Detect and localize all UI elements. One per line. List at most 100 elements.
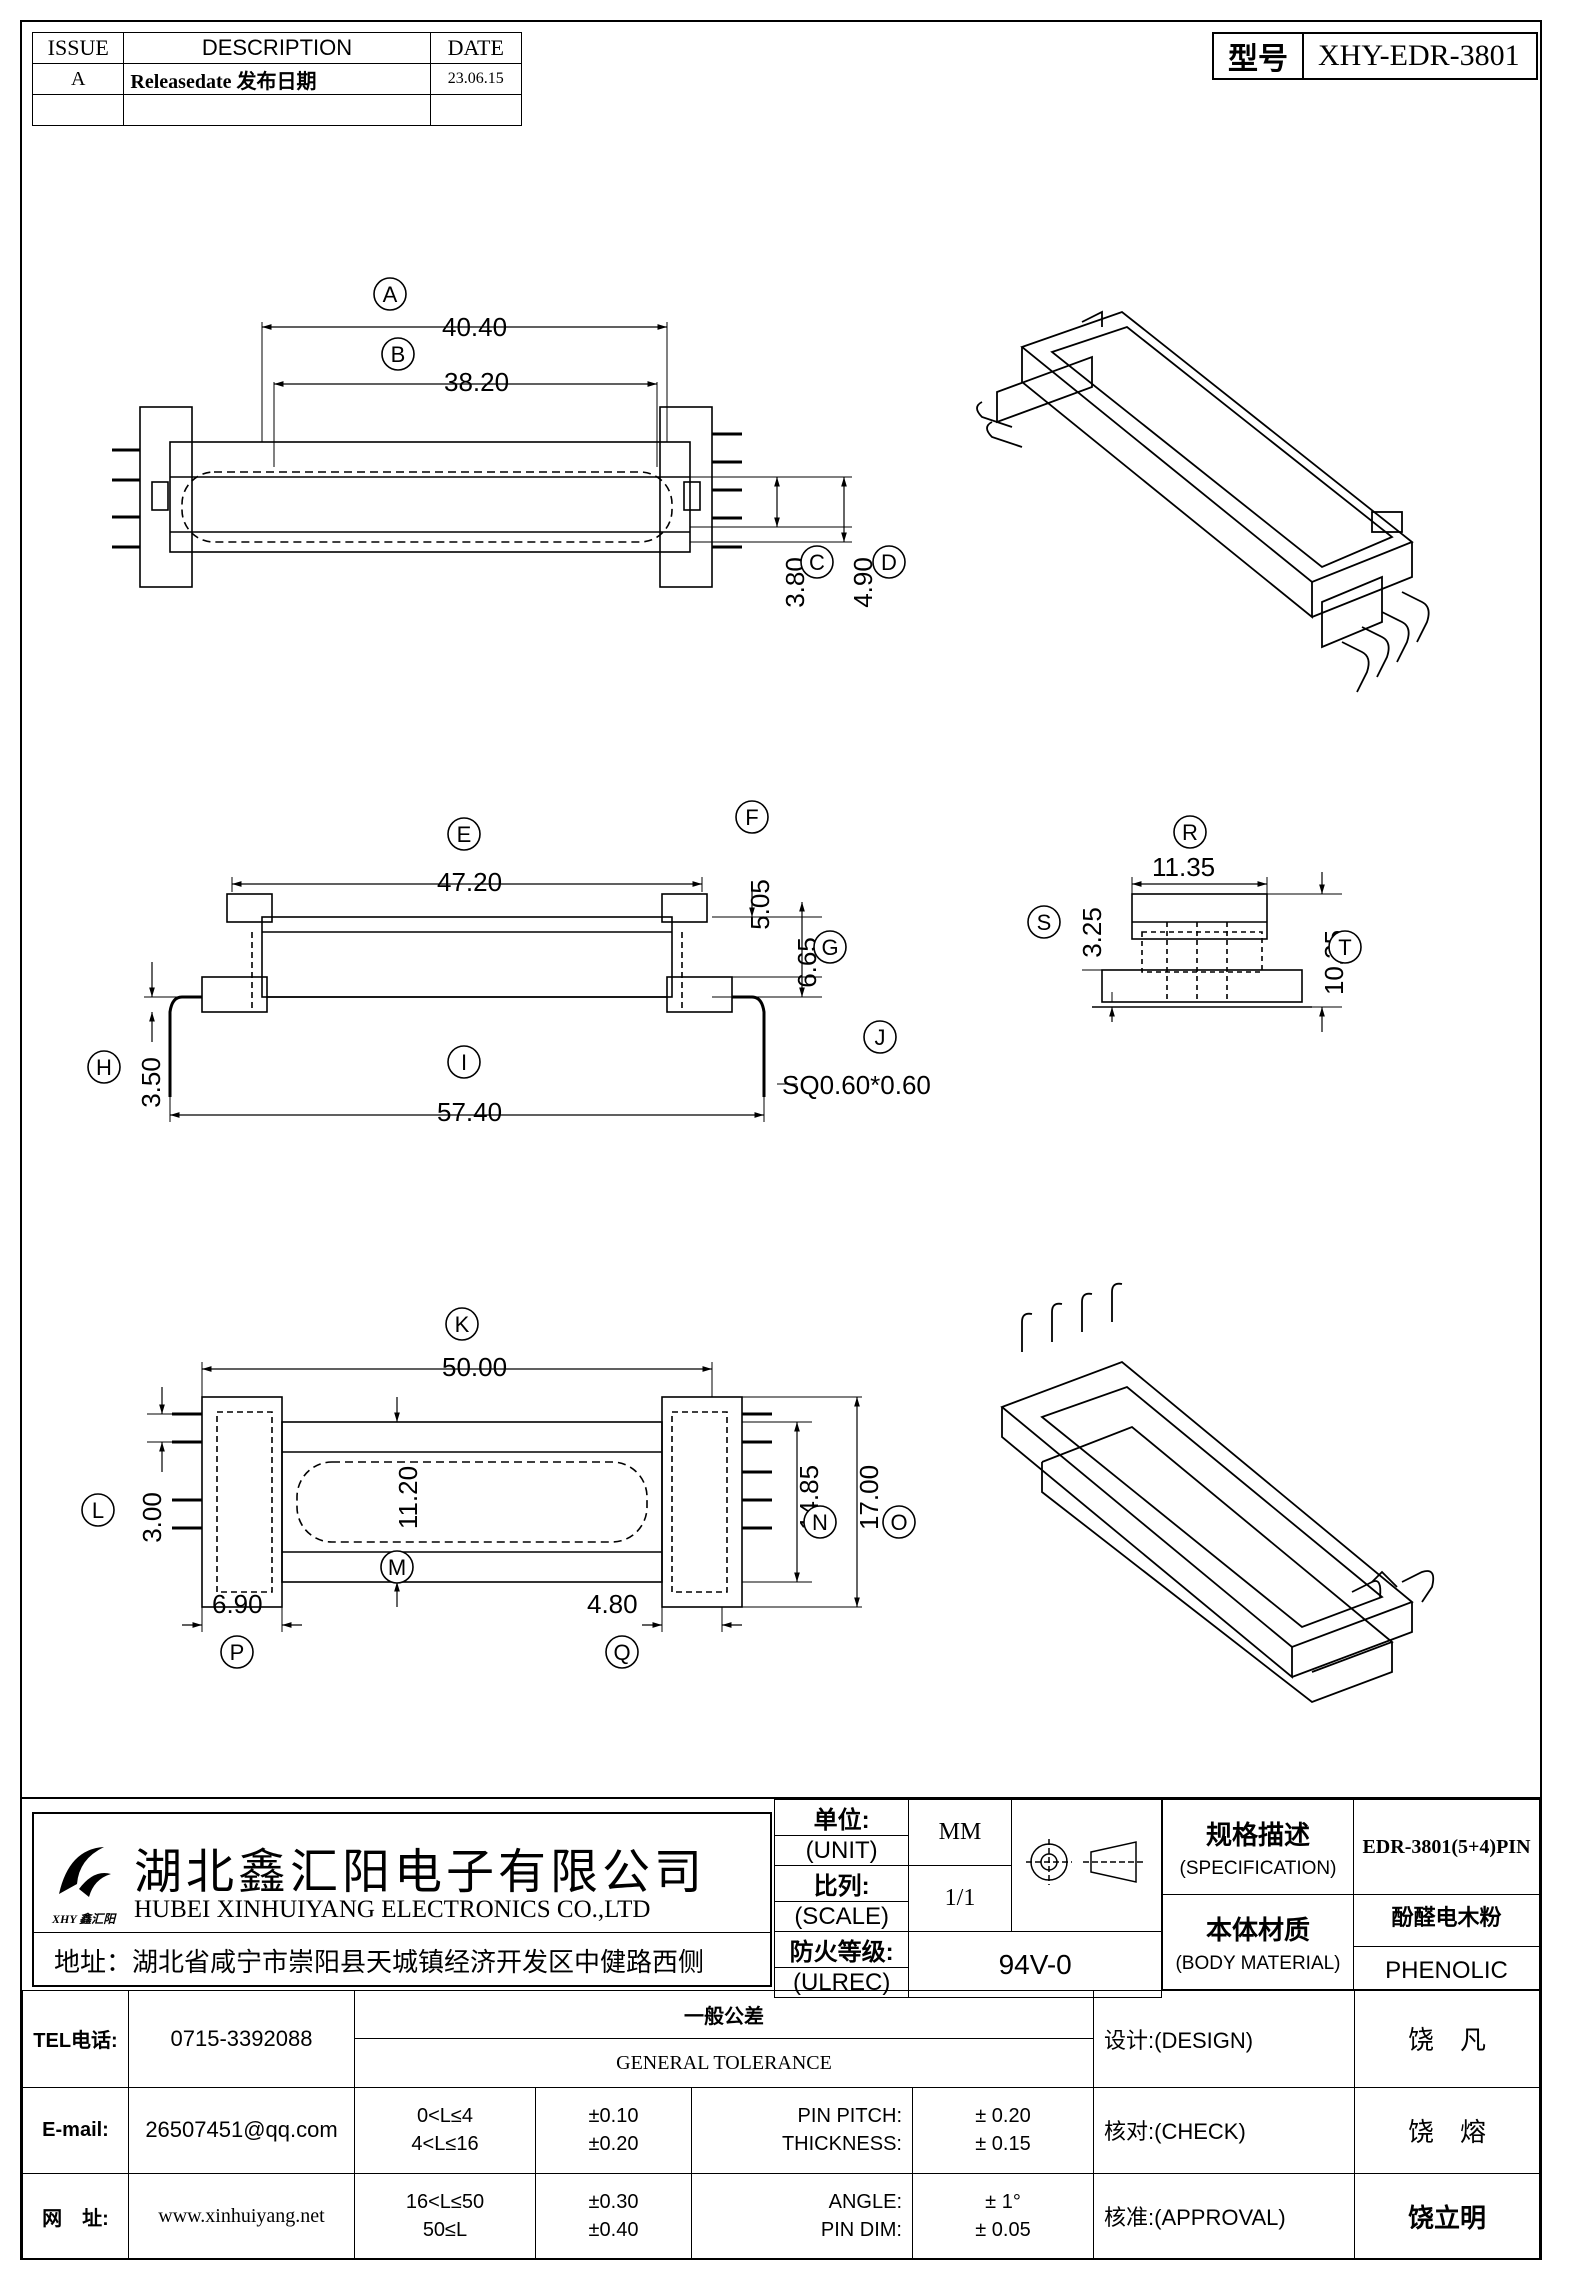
scale-cn: 比列: [773,1865,910,1902]
svg-text:T: T [1338,935,1351,960]
param-value-1: ± 0.15 [975,2133,1031,2156]
fire-cn: 防火等级: [773,1931,910,1968]
svg-text:G: G [821,935,838,960]
rev-header-issue: ISSUE [31,32,125,64]
dim-I-value: 57.40 [437,1097,503,1127]
rev-date: 23.06.15 [429,63,523,95]
scale-value: 1/1 [908,1865,1012,1932]
spec-material-block: 规格描述 (SPECIFICATION) EDR-3801(5+4)PIN 本体材… [1162,1799,1540,1990]
isometric-view-bottom [1000,1282,1435,1704]
rev-header-date: DATE [429,32,523,64]
tel-label: TEL电话: [22,1990,129,2088]
unit-scale-block: 单位: MM (UNIT) 比列: 1/1 (SCALE) 防火等级: 94V-… [773,1799,1163,1998]
svg-text:F: F [745,805,758,830]
company-box: XHY 鑫汇阳 湖北鑫汇阳电子有限公司 HUBEI XINHUIYANG ELE… [32,1812,772,1987]
approval-name: 饶立明 [1354,2172,1540,2261]
tol-value-3: ±0.40 [588,2219,639,2242]
dim-J-value: SQ0.60*0.60 [782,1070,931,1100]
isometric-view-top [976,310,1430,693]
dim-A-value: 40.40 [442,312,508,342]
web-label: 网 址: [22,2172,129,2261]
svg-text:R: R [1182,820,1198,845]
dim-P-value: 6.90 [212,1589,263,1619]
rev-header-description: DESCRIPTION [123,32,431,64]
svg-text:C: C [809,550,825,575]
web-value: www.xinhuiyang.net [128,2172,355,2261]
company-logo-icon [59,1847,111,1897]
dim-B-value: 38.20 [444,367,510,397]
tol-range-3: 50≤L [422,2219,468,2242]
company-logo-text: XHY 鑫汇阳 [52,1912,116,1926]
svg-text:B: B [391,342,406,367]
design-name: 饶 凡 [1354,1990,1540,2088]
spec-cn: 规格描述 [1205,1819,1310,1850]
svg-text:S: S [1037,910,1052,935]
unit-value: MM [908,1799,1012,1866]
end-view [1082,872,1342,1032]
svg-text:O: O [890,1510,907,1535]
email-value: 26507451@qq.com [128,2086,355,2174]
tolerance-en: GENERAL TOLERANCE [354,2038,1094,2088]
svg-text:A: A [383,282,398,307]
material-value-cn: 酚醛电木粉 [1391,1904,1502,1930]
fire-value: 94V-0 [908,1931,1162,1998]
bottom-view [147,1362,862,1632]
tolerance-cn: 一般公差 [354,1989,1094,2040]
svg-text:N: N [812,1510,828,1535]
unit-en: (UNIT) [773,1835,910,1866]
svg-text:J: J [875,1025,886,1050]
dimension-labels: 40.40 38.20 3.80 4.90 47.20 5.05 6.65 3.… [22,22,1540,1782]
param-value-0: ± 0.20 [975,2105,1031,2128]
material-value-en: PHENOLIC [1354,1945,1539,1985]
dimension-balloons: A B C D E F G H I J K L M N O P Q R S T [81,277,1362,1669]
spec-value: EDR-3801(5+4)PIN [1353,1799,1540,1895]
svg-text:K: K [455,1312,470,1337]
tol-value-1: ±0.20 [588,2133,639,2156]
model-value: XHY-EDR-3801 [1318,39,1520,72]
material-cn: 本体材质 [1205,1914,1310,1945]
revision-table: ISSUE DESCRIPTION DATE A Releasedate 发布日… [31,32,523,126]
info-tolerance-block: TEL电话: 0715-3392088 一般公差 设计:(DESIGN) 饶 凡… [22,1989,1540,2261]
tol-range-2: 16<L≤50 [405,2191,485,2214]
company-name-cn: 湖北鑫汇阳电子有限公司 [134,1846,707,1899]
check-label: 核对:(CHECK) [1093,2086,1355,2174]
title-block [22,1797,1540,1799]
param-name-2: ANGLE: [828,2191,902,2214]
design-label: 设计:(DESIGN) [1093,1990,1355,2088]
company-address: 地址：湖北省咸宁市崇阳县天城镇经济开发区中健路西侧 [54,1947,705,1977]
model-label: 型号 [1214,34,1304,78]
svg-text:M: M [388,1555,406,1580]
svg-text:I: I [461,1050,467,1075]
svg-text:E: E [457,822,472,847]
tel-value: 0715-3392088 [128,1990,355,2088]
tol-value-2: ±0.30 [588,2191,639,2214]
material-en: (BODY MATERIAL) [1175,1952,1341,1974]
svg-text:P: P [230,1640,245,1665]
company-name-en: HUBEI XINHUIYANG ELECTRONICS CO.,LTD [134,1896,651,1923]
spec-en: (SPECIFICATION) [1179,1857,1337,1879]
param-value-3: ± 0.05 [975,2219,1031,2242]
param-name-3: PIN DIM: [820,2219,902,2242]
dim-R-value: 11.35 [1152,852,1216,882]
third-angle-projection-icon [1026,1839,1144,1885]
dim-K-value: 50.00 [442,1352,508,1382]
approval-label: 核准:(APPROVAL) [1093,2172,1355,2261]
tol-range-1: 4<L≤16 [411,2133,479,2156]
top-view [112,322,852,588]
dim-E-value: 47.20 [437,867,503,897]
dim-Q-value: 4.80 [587,1589,638,1619]
param-value-2: ± 1° [985,2191,1021,2214]
side-view [144,877,822,1122]
scale-en: (SCALE) [773,1901,910,1932]
tol-range-0: 0<L≤4 [416,2105,474,2128]
svg-text:Q: Q [613,1640,630,1665]
param-name-1: THICKNESS: [781,2133,902,2156]
technical-drawing [112,310,1435,1704]
param-name-0: PIN PITCH: [797,2105,902,2128]
tol-value-0: ±0.10 [588,2105,639,2128]
projection-symbol [1010,1799,1163,1932]
svg-text:L: L [92,1498,104,1523]
svg-text:H: H [96,1055,112,1080]
model-box: 型号 XHY-EDR-3801 [1212,32,1538,80]
drawing-sheet: ISSUE DESCRIPTION DATE A Releasedate 发布日… [20,20,1542,2261]
